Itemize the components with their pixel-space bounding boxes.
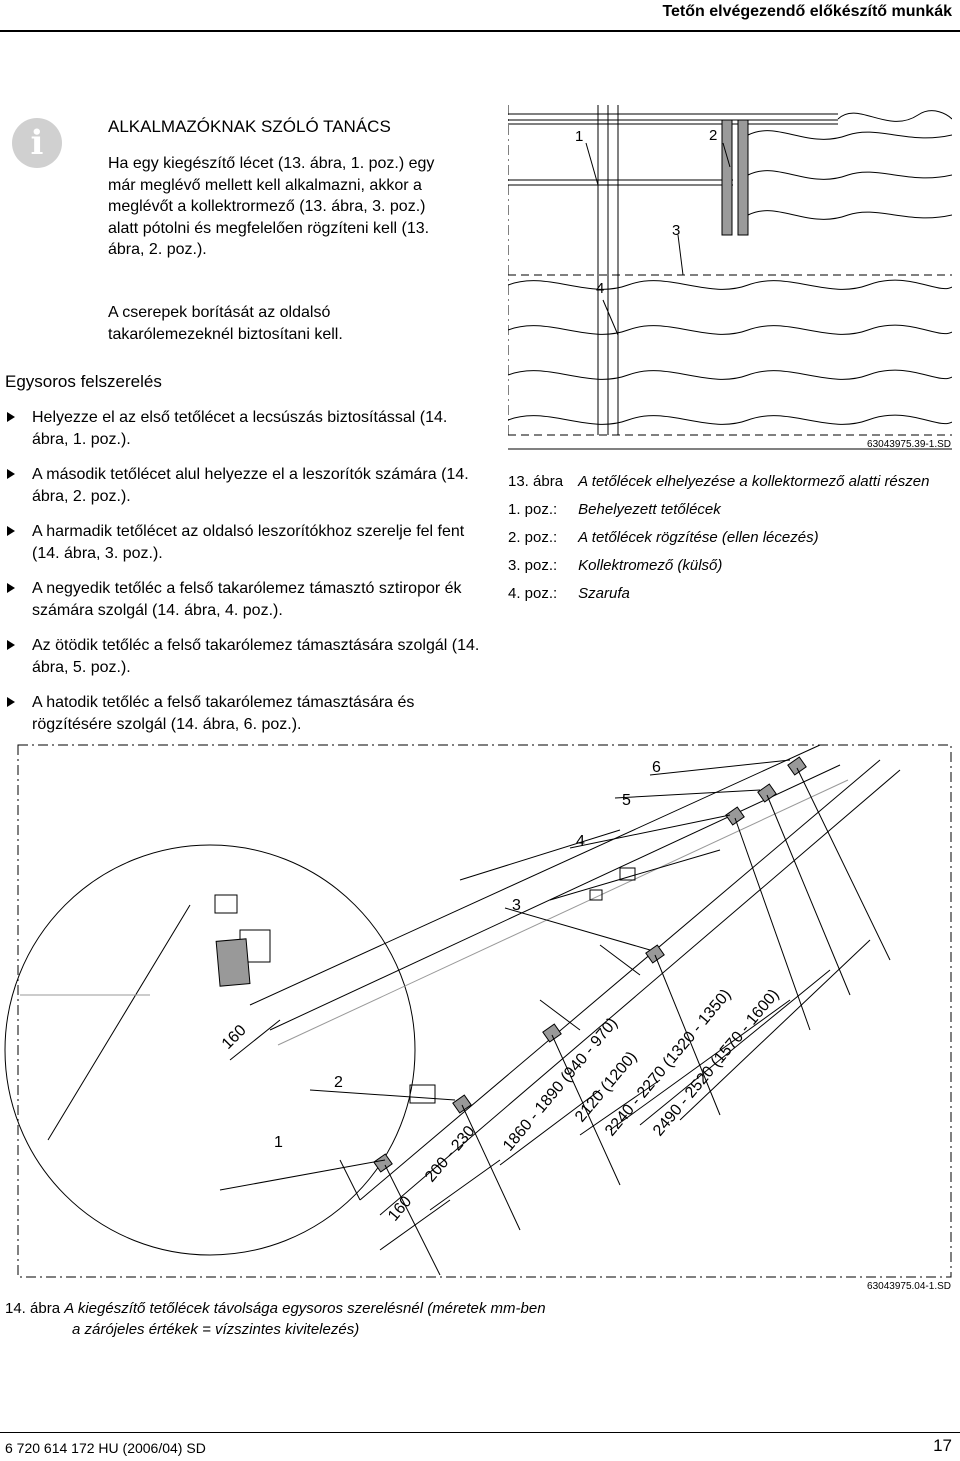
fig13-caption-item: 1. poz.: Behelyezett tetőlécek (508, 496, 958, 524)
fig13-caption-key: 3. poz.: (508, 557, 558, 574)
fig14-dim-200-230: 200 - 230 (422, 1123, 479, 1186)
bullet-arrow-icon (7, 583, 15, 593)
step-list: Helyezze el az első tetőlécet a lecsúszá… (5, 407, 485, 749)
bullet-arrow-icon (7, 412, 15, 422)
figure-13-drawing: 1 2 3 4 (508, 105, 952, 450)
fig13-caption-text: Behelyezett tetőlécek (578, 501, 721, 518)
section-title: Egysoros felszerelés (5, 372, 162, 391)
fig14-label-4: 4 (576, 833, 585, 850)
fig13-caption-title-row: 13. ábra A tetőlécek elhelyezése a kolle… (508, 468, 958, 496)
fig13-caption-text: Kollektromező (külső) (578, 557, 723, 574)
fig13-label-3: 3 (672, 222, 680, 239)
fig13-caption: 13. ábra A tetőlécek elhelyezése a kolle… (508, 468, 958, 608)
step-text: A negyedik tetőléc a felső takarólemez t… (32, 580, 462, 619)
footer-page-number: 17 (933, 1436, 952, 1455)
fig13-caption-key: 2. poz.: (508, 529, 558, 546)
advice-paragraph-2: A cserepek borítását az oldalsó takaróle… (108, 304, 343, 343)
step-item: A második tetőlécet alul helyezze el a l… (5, 464, 485, 507)
step-text: Az ötödik tetőléc a felső takarólemez tá… (32, 637, 480, 676)
fig14-caption-line1: 14. ábra A kiegészítő tetőlécek távolság… (5, 1298, 645, 1319)
footer-document-code: 6 720 614 172 HU (2006/04) SD (5, 1440, 206, 1456)
bullet-arrow-icon (7, 526, 15, 536)
fig14-label-1: 1 (274, 1134, 283, 1151)
fig13-caption-item: 4. poz.: Szarufa (508, 580, 958, 608)
step-item: Helyezze el az első tetőlécet a lecsúszá… (5, 407, 485, 450)
step-text: Helyezze el az első tetőlécet a lecsúszá… (32, 409, 448, 448)
fig14-caption-line2: a zárójeles értékek = vízszintes kivitel… (72, 1321, 360, 1338)
fig14-label-3: 3 (512, 897, 521, 914)
step-item: A hatodik tetőléc a felső takarólemez tá… (5, 692, 485, 735)
step-text: A harmadik tetőlécet az oldalsó leszorít… (32, 523, 465, 562)
fig13-caption-num: 13. ábra (508, 473, 564, 490)
fig13-caption-title: A tetőlécek elhelyezése a kollektormező … (578, 473, 930, 490)
fig14-label-5: 5 (622, 792, 631, 809)
fig13-label-2: 2 (709, 127, 717, 144)
fig14-label-6: 6 (652, 759, 661, 776)
fig13-code: 63043975.39-1.SD (867, 439, 951, 450)
step-item: Az ötödik tetőléc a felső takarólemez tá… (5, 635, 485, 678)
step-text: A második tetőlécet alul helyezze el a l… (32, 466, 469, 505)
figure-14-drawing: 1 2 3 4 5 6 160 160 200 - 230 1860 - 189… (4, 744, 952, 1278)
fig13-label-1: 1 (575, 128, 583, 145)
step-item: A negyedik tetőléc a felső takarólemez t… (5, 578, 485, 621)
fig13-caption-key: 4. poz.: (508, 585, 558, 602)
fig14-caption-title: A kiegészítő tetőlécek távolsága egysoro… (64, 1300, 546, 1317)
fig13-caption-item: 3. poz.: Kollektromező (külső) (508, 552, 958, 580)
advice-paragraph-1: Ha egy kiegészítő lécet (13. ábra, 1. po… (108, 155, 435, 258)
page-header-title: Tetőn elvégezendő előkészítő munkák (662, 3, 952, 20)
fig14-caption: 14. ábra A kiegészítő tetőlécek távolság… (5, 1298, 645, 1340)
fig14-dim-160-bottom: 160 (385, 1193, 415, 1224)
bullet-arrow-icon (7, 697, 15, 707)
header-rule (0, 30, 960, 32)
fig14-caption-num: 14. ábra (5, 1300, 61, 1317)
fig14-code: 63043975.04-1.SD (867, 1281, 951, 1292)
bullet-arrow-icon (7, 469, 15, 479)
step-text: A hatodik tetőléc a felső takarólemez tá… (32, 694, 415, 733)
step-item: A harmadik tetőlécet az oldalsó leszorít… (5, 521, 485, 564)
fig14-label-2: 2 (334, 1074, 343, 1091)
bullet-arrow-icon (7, 640, 15, 650)
fig13-caption-text: Szarufa (578, 585, 630, 602)
fig13-caption-text: A tetőlécek rögzítése (ellen lécezés) (578, 529, 819, 546)
fig13-caption-item: 2. poz.: A tetőlécek rögzítése (ellen lé… (508, 524, 958, 552)
footer-rule (0, 1432, 960, 1433)
info-icon: i (12, 118, 62, 168)
fig13-label-4: 4 (596, 280, 604, 297)
fig13-caption-key: 1. poz.: (508, 501, 558, 518)
advice-heading: ALKALMAZÓKNAK SZÓLÓ TANÁCS (108, 117, 391, 136)
